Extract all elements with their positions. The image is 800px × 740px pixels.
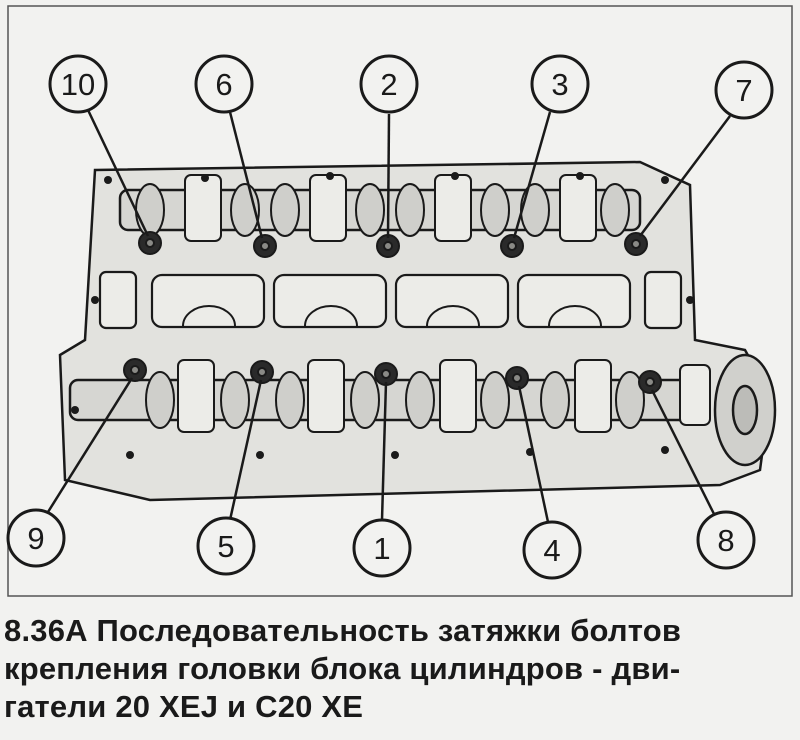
- svg-text:7: 7: [735, 73, 752, 108]
- lower-cam-lobes: [145, 371, 645, 429]
- callouts: 10 6 2 3 7 9 5 1: [6, 54, 774, 580]
- hex-bolt-icon-3: [500, 234, 524, 258]
- hex-bolt-icon-4: [505, 366, 529, 390]
- svg-text:2: 2: [380, 67, 397, 102]
- callout-1: 1: [352, 518, 412, 578]
- callout-3: 3: [530, 54, 590, 114]
- svg-text:9: 9: [27, 521, 44, 556]
- hex-bolt-icon-1: [374, 362, 398, 386]
- callout-7: 7: [714, 60, 774, 120]
- lower-bearing-caps: [177, 359, 711, 433]
- svg-text:3: 3: [551, 67, 568, 102]
- callout-10: 10: [48, 54, 108, 114]
- head-bolts: [123, 231, 662, 394]
- svg-text:6: 6: [215, 67, 232, 102]
- svg-text:8: 8: [717, 523, 734, 558]
- caption-line-1: 8.36А Последовательность затяжки болтов: [4, 613, 682, 648]
- spark-plug-bores: [182, 305, 602, 327]
- callout-6: 6: [194, 54, 254, 114]
- callout-9: 9: [6, 508, 66, 568]
- upper-cam-lobes: [135, 183, 630, 237]
- callout-8: 8: [696, 510, 756, 570]
- hex-bolt-icon-9: [123, 358, 147, 382]
- combustion-chambers: [98, 270, 683, 330]
- cylinder-head-diagram: 10 6 2 3 7 9 5 1: [6, 5, 793, 597]
- leader-lines: [46, 109, 731, 523]
- svg-text:1: 1: [373, 531, 390, 566]
- hex-bolt-icon-2: [376, 234, 400, 258]
- hex-bolt-icon-6: [253, 234, 277, 258]
- svg-text:5: 5: [217, 529, 234, 564]
- caption-line-2: крепления головки блока цилиндров - дви-: [4, 651, 681, 686]
- hex-bolt-icon-10: [138, 231, 162, 255]
- hex-bolt-icon-8: [638, 370, 662, 394]
- caption-line-3: гатели 20 XEJ и C20 XE: [4, 689, 364, 724]
- hex-bolt-icon-5: [250, 360, 274, 384]
- hex-bolt-icon-7: [624, 232, 648, 256]
- callout-4: 4: [522, 520, 582, 580]
- callout-2: 2: [359, 54, 419, 114]
- callout-5: 5: [196, 516, 256, 576]
- svg-text:4: 4: [543, 533, 560, 568]
- figure-caption: 8.36А Последовательность затяжки болтов …: [4, 612, 800, 726]
- svg-text:10: 10: [61, 67, 95, 102]
